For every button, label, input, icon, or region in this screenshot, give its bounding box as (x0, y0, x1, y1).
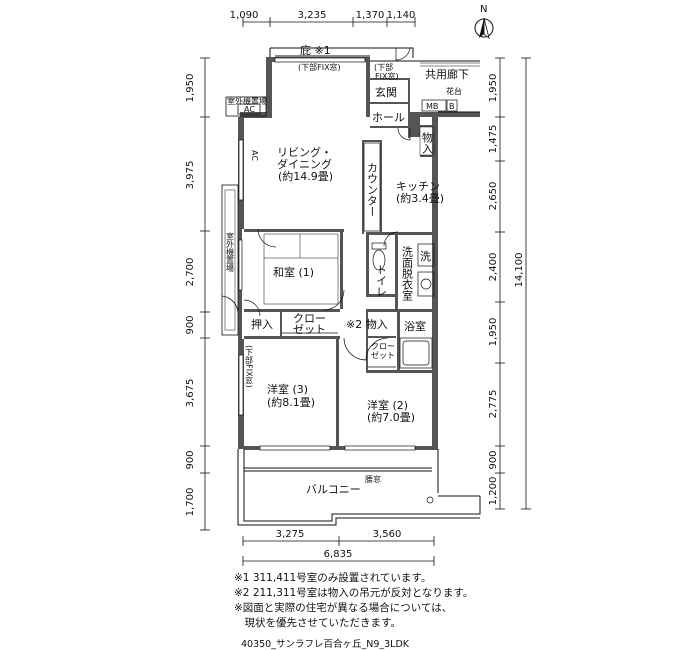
common-corridor-label: 共用廊下 (425, 67, 469, 81)
bottom-dimension-line (242, 536, 435, 566)
right-dim-8: 1,200 (488, 477, 499, 506)
fix-small-label-1: (下部 (374, 62, 393, 72)
living-label-1: リビング・ (277, 145, 332, 159)
right-dim-2: 1,475 (488, 125, 499, 154)
mb-label: MB (426, 102, 438, 111)
left-dim-5: 3,675 (185, 379, 196, 408)
living-label-2: ダイニング (277, 157, 332, 171)
note2-storage-label: ※2 物入 (346, 317, 388, 331)
windows (238, 57, 416, 451)
ac-top-label: AC (244, 105, 255, 114)
youshitsu3-label-1: 洋室 (3) (267, 382, 308, 396)
bottom-total-dim: 6,835 (324, 549, 353, 560)
fixtures (263, 99, 458, 504)
interior-partitions (244, 78, 438, 449)
plan-caption: 40350_サンラフレ百合ヶ丘_N9_3LDK (241, 639, 410, 650)
balcony-label: バルコニー (306, 483, 361, 496)
note-2: ※2 211,311号室は物入の吊元が反対となります。 (234, 587, 474, 599)
living-label-3: (約14.9畳) (278, 169, 333, 183)
note-1: ※1 311,411号室のみ設置されています。 (234, 572, 432, 584)
top-dim-4: 1,140 (387, 10, 416, 21)
top-dim-2: 3,235 (298, 10, 327, 21)
oshiire-label: 押入 (251, 317, 273, 331)
north-compass-icon (474, 17, 494, 40)
eave-label: 庇 ※1 (300, 43, 331, 57)
kitchen-label-1: キッチン (396, 180, 440, 193)
right-dim-4: 2,400 (488, 253, 499, 282)
youshitsu3-label-2: (約8.1畳) (267, 395, 315, 409)
left-dim-3: 2,700 (185, 258, 196, 287)
hall-label: ホール (372, 111, 405, 124)
right-dim-1: 1,950 (488, 74, 499, 103)
washitsu-label: 和室 (1) (273, 265, 314, 279)
closet-label-2: ゼット (293, 323, 326, 336)
kitchen-label-2: (約3.4畳) (396, 191, 444, 205)
closet-small-label-2: ゼット (371, 350, 395, 360)
bottom-dim-2: 3,560 (373, 529, 402, 540)
wash-label: 洗 (420, 250, 431, 263)
flower-stand-label: 花台 (446, 86, 462, 96)
hall-storage-label: 物入 (421, 131, 434, 154)
closet-label-1: クロー (293, 312, 326, 325)
fix-small-label-2: FIX窓) (375, 71, 399, 81)
ac-outdoor-left-area (221, 184, 239, 336)
left-dim-4: 900 (185, 315, 196, 334)
left-dim-6: 900 (185, 450, 196, 469)
right-dimension-line (495, 57, 531, 510)
right-dim-6: 2,775 (488, 390, 499, 419)
washroom-label: 洗面脱衣室 (401, 246, 414, 301)
b-label: B (449, 102, 455, 111)
right-dim-5: 1,950 (488, 318, 499, 347)
top-dim-1: 1,090 (230, 10, 259, 21)
left-dim-7: 1,700 (185, 488, 196, 517)
compass-label: N (480, 4, 487, 15)
top-dim-3: 1,370 (356, 10, 385, 21)
right-total-dim: 14,100 (514, 253, 525, 288)
ac-outdoor-top-label: 室外機置場 (227, 96, 267, 106)
fix-left-label: (下部FIX窓) (245, 345, 254, 388)
ac-living-label: AC (250, 150, 259, 161)
exterior-walls (237, 47, 481, 526)
ac-outdoor-top-area (225, 96, 267, 117)
genkan-label: 玄関 (375, 85, 397, 99)
youshitsu2-label-2: (約7.0畳) (367, 410, 415, 424)
counter-label: カウンター (366, 162, 379, 217)
note-4: 現状を優先させていただきます。 (234, 617, 401, 629)
top-dimension-line (242, 17, 416, 27)
bath-label: 浴室 (404, 319, 426, 333)
left-dim-labels: 1,950 3,975 2,700 900 3,675 900 1,700 (185, 74, 196, 517)
right-dim-3: 2,650 (488, 182, 499, 211)
notes: ※1 311,411号室のみ設置されています。 ※2 211,311号室は物入の… (234, 571, 473, 631)
ac-outdoor-left-label: 室外機置場 (226, 231, 235, 273)
left-dim-2: 3,975 (185, 161, 196, 190)
closet-small-label-1: クロー (371, 342, 395, 351)
toilet-label: トイレ (375, 264, 388, 297)
bottom-dim-1: 3,275 (276, 529, 305, 540)
left-dimension-line (200, 57, 210, 531)
right-dim-labels: 1,950 1,475 2,650 2,400 1,950 2,775 900 … (488, 74, 525, 506)
right-dim-7: 900 (488, 450, 499, 469)
fix-window-top-label: (下部FIX窓) (298, 62, 341, 72)
note-3: ※図面と実際の住宅が異なる場合については、 (234, 602, 453, 614)
left-dim-1: 1,950 (185, 74, 196, 103)
youshitsu2-label-1: 洋室 (2) (367, 398, 408, 412)
koshimado-label: 腰窓 (365, 474, 381, 484)
